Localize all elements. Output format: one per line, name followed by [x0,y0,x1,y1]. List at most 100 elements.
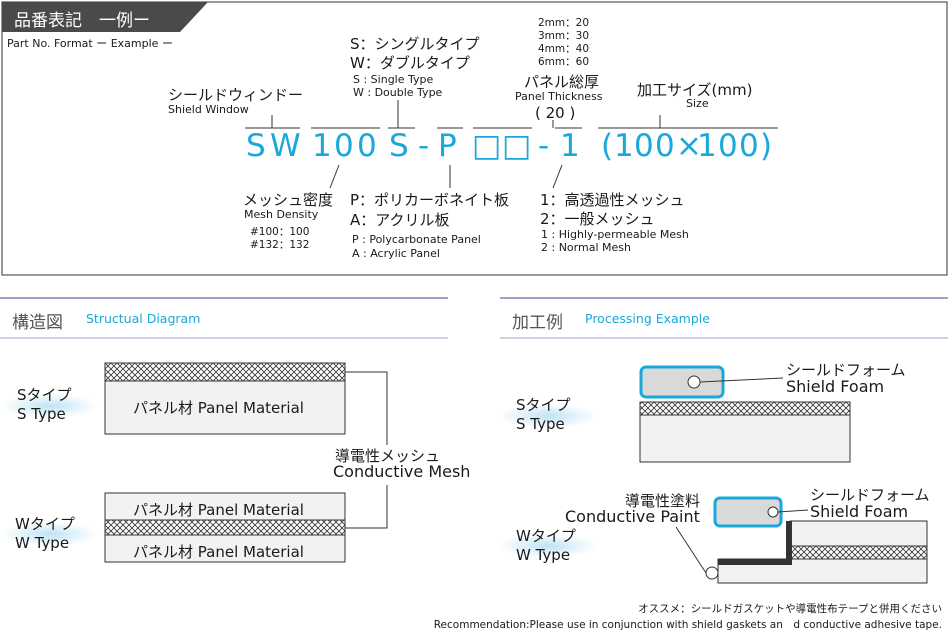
w-type-panel-top [104,492,346,521]
footer-note-jp: オススメ：シールドガスケットや導電性布テープと併用ください [638,603,942,615]
part-code-char: ) [760,128,773,164]
mesh-2-jp: 2：一般メッシュ [540,210,655,228]
part-code-char: 1 [560,128,580,164]
mesh-density-value: #100：100 [250,226,310,238]
w-proc-paint-leader [675,526,707,574]
mesh-density-jp: メッシュ密度 [243,191,334,209]
conductive-mesh-en: Conductive Mesh [333,462,471,481]
structural-title-en: Structual Diagram [86,311,201,326]
panel-thickness-en: Panel Thickness [515,90,603,103]
part-code-char: □ [472,128,502,164]
panel-p-en: P : Polycarbonate Panel [352,233,481,246]
part-code-char: - [418,128,430,164]
structural-s-type-jp: Sタイプ [17,386,72,404]
panel-thickness-value: ( 20 ) [535,104,576,122]
s-proc-mesh [639,401,851,416]
processing-s-type-jp: Sタイプ [516,396,571,414]
part-code-char: 0 [334,128,354,164]
part-code-char: □ [502,128,532,164]
structural-title-jp: 構造図 [12,313,63,333]
part-code-char: S [389,128,409,164]
w-proc-foam-jp: シールドフォーム [810,486,930,504]
part-code-char: ( [601,128,614,164]
size-en: Size [686,97,709,110]
panel-a-jp: A：アクリル板 [350,211,450,229]
mesh-density-value: #132：132 [250,239,310,251]
w-type-panel-bottom [104,534,346,563]
s-type-panel [104,380,346,435]
w-type-mesh-layer [104,519,346,536]
s-proc-foam-dot [687,375,701,389]
thickness-option: 4mm：40 [538,43,589,55]
w-proc-paint-dot [705,566,719,580]
mesh-density-en: Mesh Density [244,208,319,221]
part-code-char: 0 [634,128,654,164]
mesh-1-jp: 1：高透過性メッシュ [540,191,685,209]
mesh-1-en: 1 : Highly-permeable Mesh [541,228,689,241]
part-code-char: × [676,128,702,164]
footer-note-en: Recommendation:Please use in conjunction… [433,619,942,631]
type-s-en: S : Single Type [353,73,434,86]
panel-a-en: A : Acrylic Panel [352,247,440,260]
processing-w-type-jp: Wタイプ [516,527,576,545]
processing-title-en: Processing Example [585,311,710,326]
size-jp: 加工サイズ(mm) [637,81,753,99]
s-type-panel-label: パネル材 Panel Material [133,399,304,417]
s-proc-foam-leader [699,377,784,383]
header-title: 品番表記 一例ー [14,11,150,31]
part-code-char: 0 [655,128,675,164]
mesh-connector [345,371,388,529]
w-proc-foam-en: Shield Foam [810,502,909,521]
header-tab [2,2,208,32]
s-proc-foam [639,365,725,399]
panel-p-jp: P：ポリカーボネイト板 [350,191,510,209]
type-s-jp: S：シングルタイプ [350,35,480,53]
shield-window-en: Shield Window [168,103,249,116]
w-proc-foam-leader [777,509,809,513]
w-type-panel-top-label: パネル材 Panel Material [133,501,304,519]
s-proc-foam-jp: シールドフォーム [786,361,906,379]
thickness-option: 6mm：60 [538,56,589,68]
processing-s-type-en: S Type [516,415,565,433]
w-proc-mesh [789,545,928,560]
s-type-glow-structural [2,394,98,418]
part-format-frame [1,1,948,276]
w-proc-paint-jp: 導電性塗料 [625,492,701,510]
w-proc-paint [718,521,792,565]
thickness-option: 2mm：20 [538,17,589,29]
w-type-glow-processing [498,534,598,558]
part-code-char: 1 [697,128,717,164]
w-proc-panel-top [789,520,928,547]
type-w-en: W : Double Type [353,86,443,99]
processing-w-type-en: W Type [516,546,571,564]
part-code-char: W [270,128,301,164]
conductive-mesh-jp: 導電性メッシュ [335,447,441,465]
part-code-char: 1 [614,128,634,164]
panel-thickness-jp: パネル総厚 [524,73,600,91]
s-proc-panel [639,414,851,463]
w-proc-foam-dot [767,506,779,518]
shield-window-jp: シールドウィンドー [168,86,304,104]
w-proc-paint-en: Conductive Paint [565,507,700,526]
w-type-glow-structural [2,522,98,546]
part-code-char: 0 [357,128,377,164]
thickness-option: 3mm：30 [538,30,589,42]
structural-w-type-jp: Wタイプ [15,515,75,533]
part-code-char: S [246,128,266,164]
processing-title-jp: 加工例 [512,313,563,333]
s-proc-foam-en: Shield Foam [786,377,885,396]
part-code-char: - [538,128,550,164]
structural-w-type-en: W Type [15,534,70,552]
part-code-char: 1 [312,128,332,164]
part-code-char: P [438,128,457,164]
leader-lines [271,100,661,189]
part-code-char: 0 [739,128,759,164]
part-code-char: 0 [718,128,738,164]
mesh-2-en: 2 : Normal Mesh [541,241,631,254]
s-type-mesh-layer [104,362,346,382]
structural-s-type-en: S Type [17,405,66,423]
header-subtitle: Part No. Format ー Example ー [7,37,173,50]
s-type-glow-processing [498,404,598,428]
w-type-panel-bottom-label: パネル材 Panel Material [133,543,304,561]
